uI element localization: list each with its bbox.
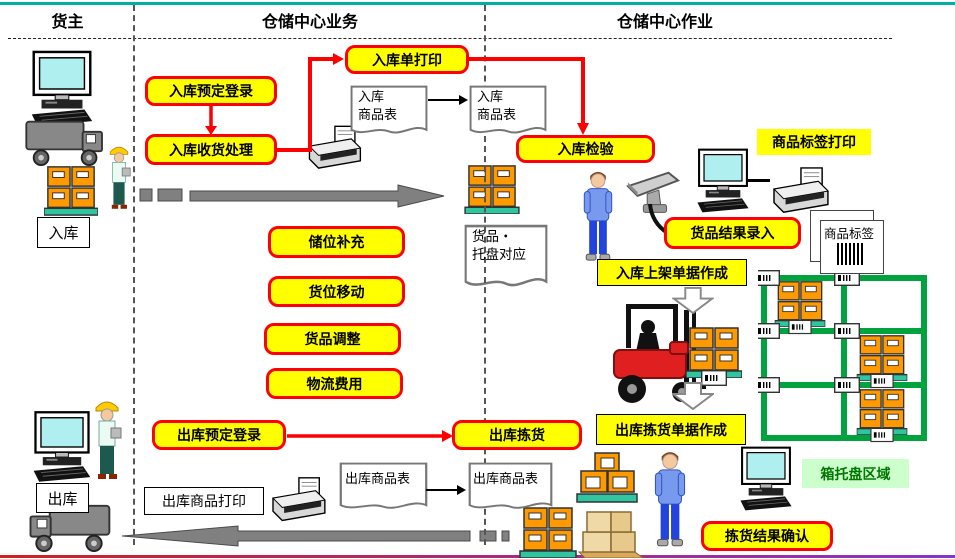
inbound-truck-icon — [24, 118, 108, 166]
outbound-goods-list-doc-2: 出库商品表 — [468, 462, 553, 516]
inbound-tag: 入库 — [37, 217, 90, 248]
pick-hollow-arrow-icon — [672, 382, 714, 410]
goods-pallet-map-doc: 货品・托盘对应 — [464, 224, 548, 296]
inspect-worker-icon — [581, 168, 615, 266]
owner-computer-outbound-icon — [30, 410, 94, 484]
slot-replenish-box: 储位补充 — [268, 226, 405, 258]
column-title-center-business: 仓储中心业务 — [261, 12, 358, 31]
storage-rack-icon — [758, 270, 927, 444]
label-print-box: 商品标签打印 — [757, 129, 871, 155]
pick-result-confirm-box: 拣货结果确认 — [701, 521, 833, 551]
outbound-pick-box: 出库拣货 — [452, 420, 582, 450]
location-move-box: 货位移动 — [268, 276, 405, 307]
putaway-slip-create-box: 入库上架单据作成 — [597, 259, 747, 286]
bottom-rule — [0, 555, 955, 558]
inbound-doc-arrow — [428, 95, 468, 105]
owner-computer-icon — [26, 50, 98, 128]
outbound-worker-icon — [92, 398, 122, 488]
outbound-flow-arrow — [121, 525, 510, 547]
goods-result-entry-box: 货品结果录入 — [664, 217, 801, 249]
outbound-tag: 出库 — [36, 483, 89, 513]
outbound-print-printer-icon — [266, 476, 330, 526]
goods-label-doc: 商品标签 — [820, 220, 884, 274]
column-divider-1 — [133, 5, 135, 545]
putaway-hollow-arrow-icon — [672, 287, 714, 314]
carton-stack-icon — [578, 508, 644, 558]
inbound-worker-icon — [104, 144, 134, 216]
inbound-receive-box: 入库收货处理 — [145, 134, 277, 165]
outbound-register-to-pick-arrow — [287, 430, 453, 442]
inbound-register-box: 入库预定登录 — [145, 76, 277, 106]
pick-slip-create-box: 出库拣货单据作成 — [596, 414, 746, 445]
register-to-receive-arrow — [205, 106, 217, 135]
header-divider — [8, 38, 892, 39]
goods-adjust-box: 货品调整 — [264, 323, 401, 355]
column-title-center-operation: 仓储中心作业 — [616, 12, 713, 31]
pick-pallet-icon — [574, 451, 640, 507]
receive-to-slip-print-arrow — [275, 53, 344, 152]
inbound-inspect-box: 入库检验 — [516, 135, 655, 163]
staging-pallet-icon — [464, 164, 520, 214]
logistics-fee-box: 物流费用 — [266, 368, 403, 399]
slip-print-to-inspect-arrow — [469, 57, 589, 135]
forklift-pallet-icon — [686, 326, 742, 388]
inbound-slip-print-box: 入库单打印 — [345, 45, 469, 74]
outbound-goods-print-box: 出库商品打印 — [144, 487, 264, 515]
outbound-doc-arrow — [426, 485, 466, 495]
column-divider-2 — [484, 5, 486, 545]
inbound-goods-list-doc-2: 入库商品表 — [469, 85, 547, 141]
confirm-computer-icon — [736, 446, 796, 512]
box-pallet-area-label: 箱托盘区域 — [802, 459, 909, 488]
inbound-pallet-icon — [44, 164, 98, 216]
inbound-goods-list-doc-1: 入库商品表 — [350, 85, 428, 141]
outbound-register-box: 出库预定登录 — [152, 420, 286, 450]
confirm-worker-icon — [652, 448, 688, 552]
goods-label-barcode — [837, 243, 865, 265]
column-title-owner: 货主 — [51, 12, 84, 31]
inbound-flow-arrow — [139, 184, 445, 208]
top-rule — [0, 2, 955, 5]
computer-printer-link — [748, 179, 770, 182]
outbound-goods-list-doc-1: 出库商品表 — [339, 462, 428, 516]
